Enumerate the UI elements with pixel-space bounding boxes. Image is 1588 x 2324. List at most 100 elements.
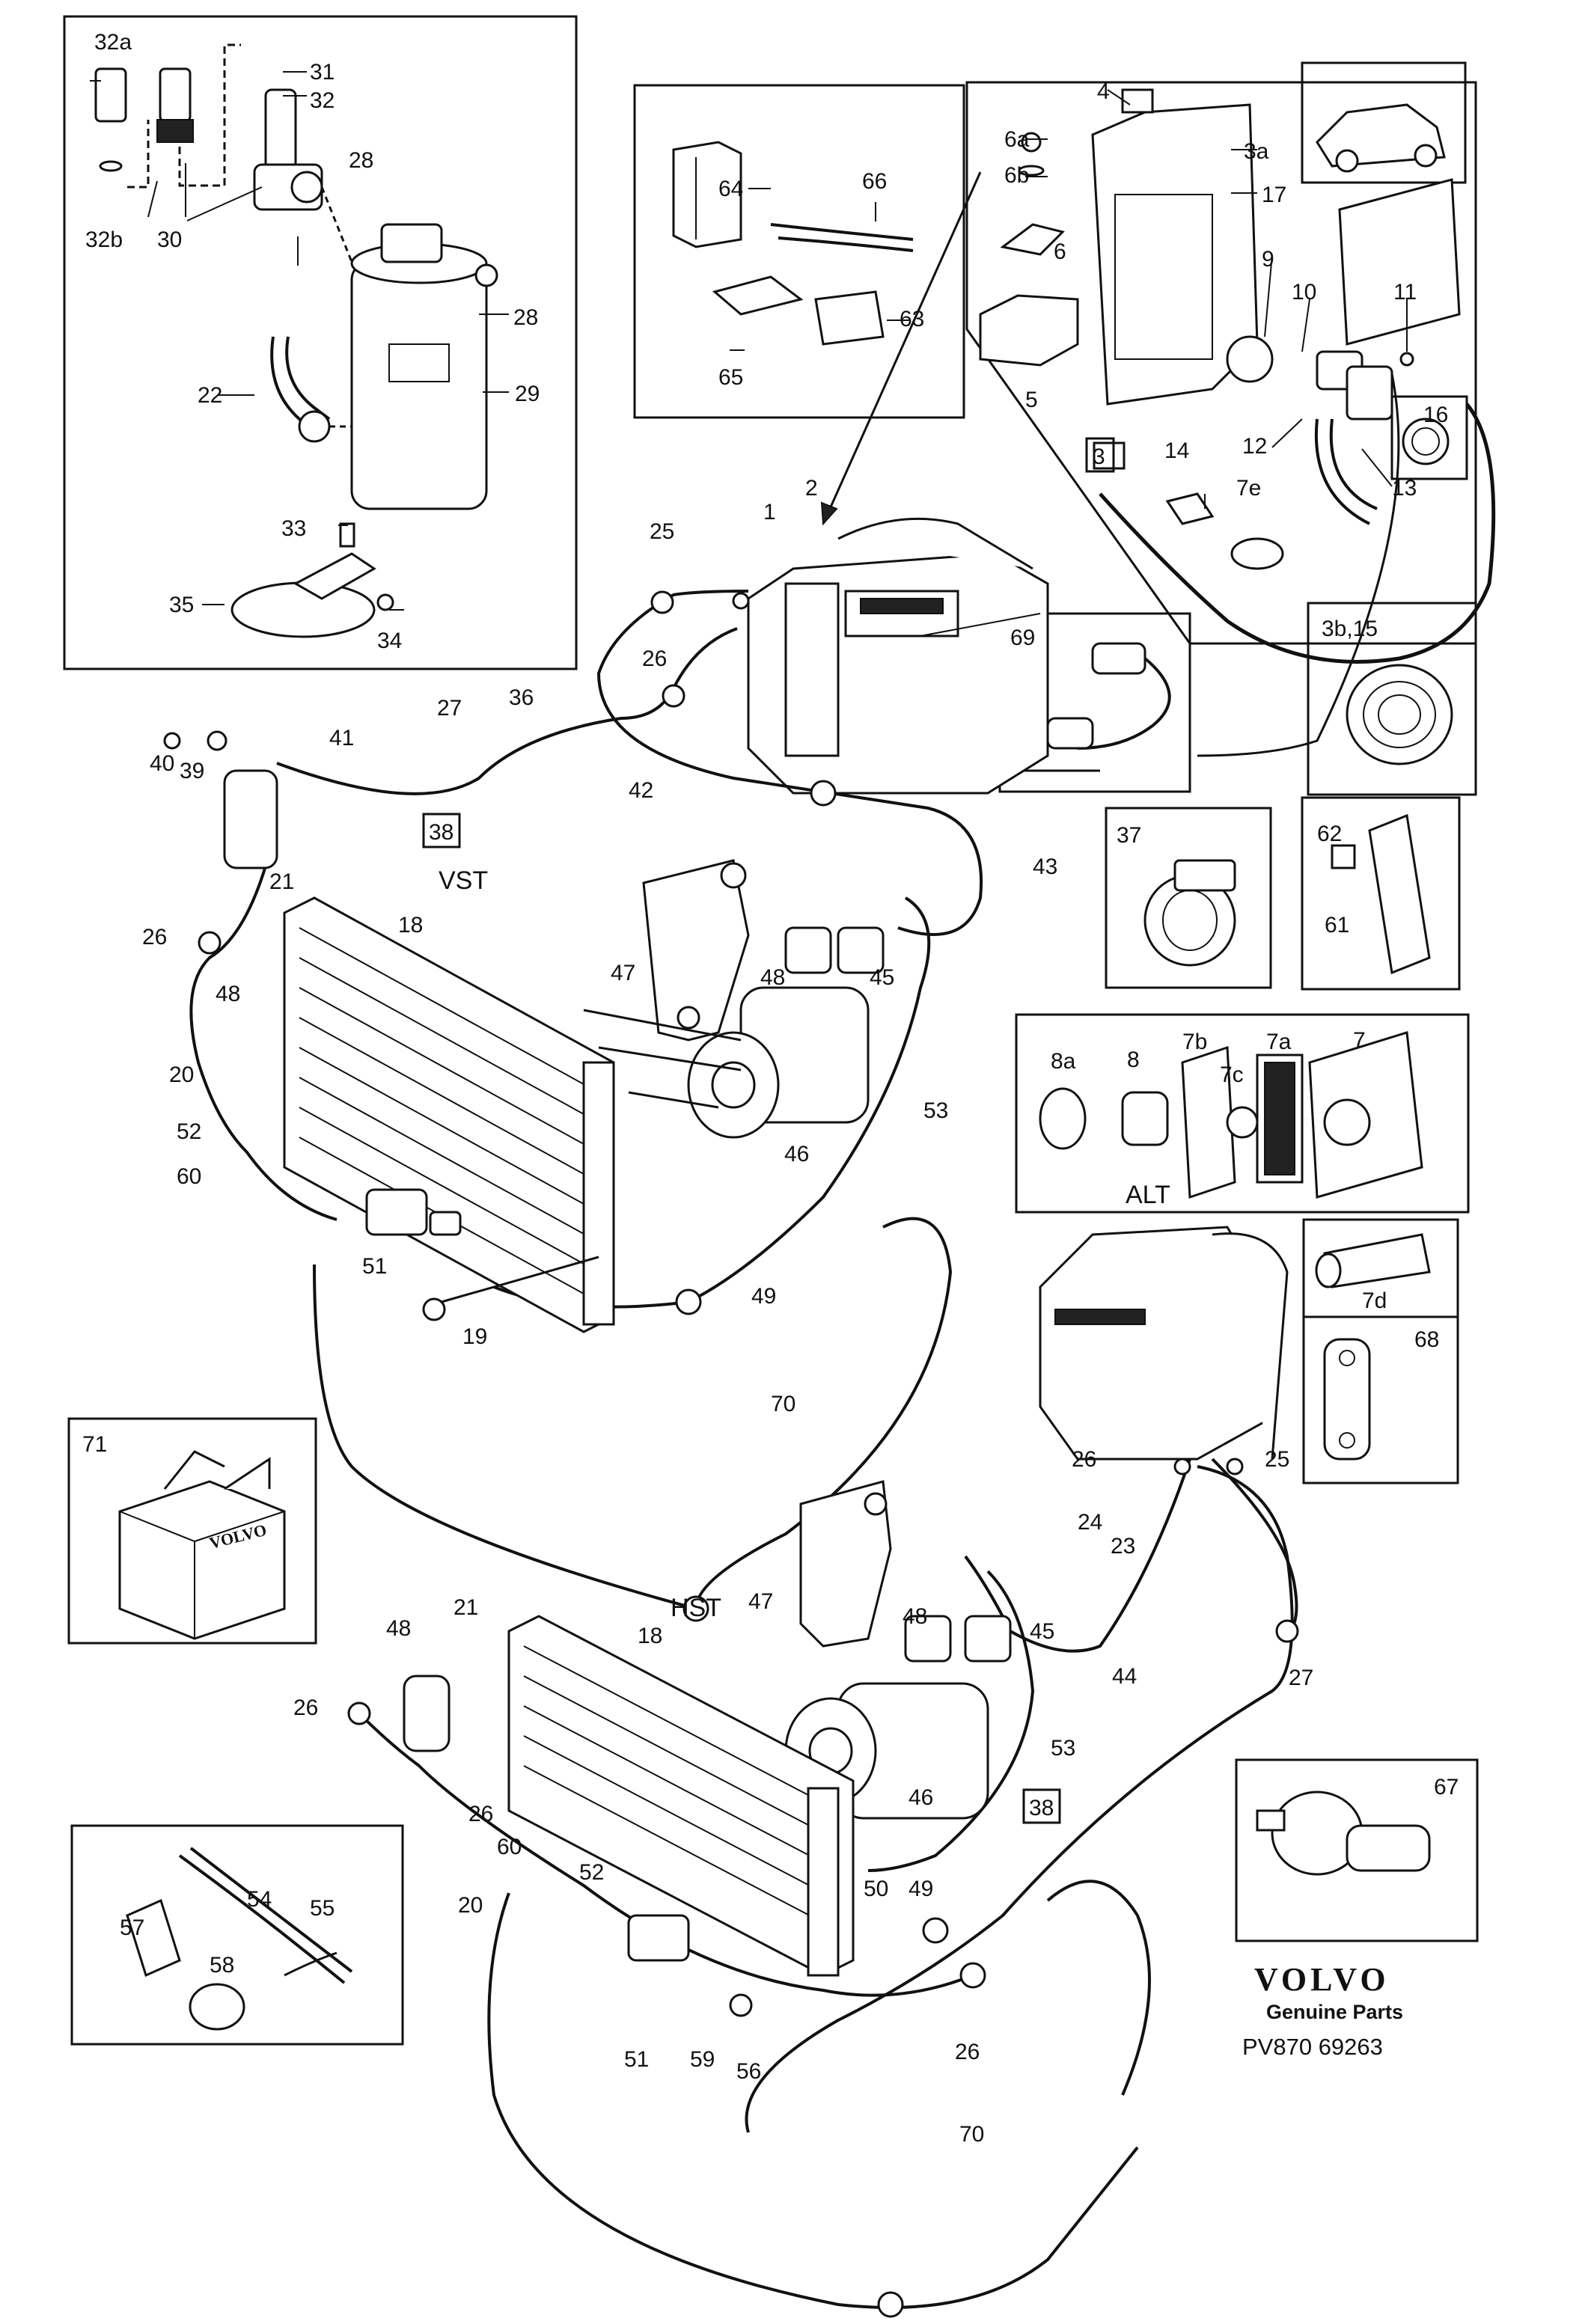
label-58: 58 [210,1953,234,1978]
branding: VOLVO Genuine Parts PV870 69263 [1242,1961,1403,2060]
label-35: 35 [169,593,194,617]
inset-67 [1235,1758,1479,1942]
label-26-top: 26 [642,646,667,671]
label-64: 64 [718,177,743,201]
label-47: 47 [611,961,635,985]
label-7c: 7c [1220,1062,1244,1087]
label-3a: 3a [1244,139,1269,164]
label-61: 61 [1325,913,1349,938]
compressor-lower [784,1480,1012,1820]
label-68: 68 [1414,1327,1439,1352]
label-70-top: 70 [771,1392,795,1416]
part-number: PV870 69263 [1242,2034,1383,2060]
label-box-38 [422,813,461,848]
label-33: 33 [281,516,306,541]
label-5: 5 [1025,388,1038,412]
label-44: 44 [1112,1664,1137,1689]
evaporator-unit [747,517,1049,795]
label-6a: 6a [1004,127,1030,152]
label-38: 38 [429,820,454,845]
label-hst: HST [671,1594,721,1622]
label-30: 30 [157,227,182,252]
label-6b: 6b [1004,163,1029,188]
label-39: 39 [180,759,204,783]
label-13: 13 [1392,476,1417,501]
label-25-evap: 25 [1265,1447,1289,1472]
label-11: 11 [1393,280,1417,305]
label-3b15: 3b,15 [1322,617,1378,641]
label-43: 43 [1033,854,1057,879]
label-48-comp: 48 [760,965,785,990]
inset-7d [1302,1218,1459,1318]
label-27: 27 [437,696,462,721]
label-67: 67 [1434,1775,1459,1799]
label-19: 19 [462,1324,487,1349]
label-40: 40 [150,751,174,776]
label-20: 20 [169,1062,194,1087]
label-45-lower: 45 [1030,1619,1054,1644]
inset-receiver-drier [63,15,578,670]
label-box-38-lower [1022,1788,1061,1824]
genuine-parts-text: Genuine Parts [1266,2001,1403,2023]
label-41: 41 [329,726,354,750]
label-46: 46 [784,1142,809,1166]
label-32a: 32a [94,30,132,55]
label-51-lower: 51 [624,2047,649,2072]
label-25: 25 [650,519,674,544]
label-18-lower: 18 [638,1624,662,1648]
label-56: 56 [736,2059,761,2084]
label-69: 69 [1010,626,1035,650]
volvo-logo: VOLVO [1254,1961,1390,1998]
inset-69 [998,612,1191,793]
label-2: 2 [805,476,818,501]
condenser-lower [403,1615,855,2017]
label-26-lower-mid: 26 [468,1802,493,1826]
inset-relays [633,84,965,419]
inset-alt [1015,1013,1470,1214]
label-55: 55 [310,1896,335,1921]
label-alt: ALT [1126,1181,1170,1209]
label-17: 17 [1262,183,1286,207]
label-47-lower: 47 [748,1589,773,1614]
label-12: 12 [1242,434,1267,459]
label-31: 31 [310,60,335,85]
part-labels: 32a 31 32 32b 30 28 28 29 22 33 35 34 64… [82,30,1459,2147]
label-7b: 7b [1182,1030,1207,1054]
label-20-lower: 20 [458,1893,483,1918]
label-26-lower-left: 26 [293,1695,318,1720]
label-28: 28 [513,305,538,330]
condenser-upper [283,896,615,1333]
label-32: 32 [310,88,335,113]
evaporator-lower [1039,1226,1289,1461]
label-70-lower: 70 [959,2122,984,2147]
label-71: 71 [82,1432,107,1457]
label-box-3 [1085,437,1115,473]
label-8: 8 [1127,1048,1140,1072]
label-57: 57 [120,1915,144,1940]
label-7a: 7a [1266,1030,1292,1054]
label-42: 42 [629,778,653,803]
hoses-upper [189,590,983,1622]
label-38-lower: 38 [1029,1796,1054,1820]
label-27-lower: 27 [1289,1666,1313,1690]
label-26-evap: 26 [1072,1447,1096,1472]
inset-37 [1105,807,1272,989]
label-46-lower: 46 [908,1785,933,1810]
label-34: 34 [377,629,402,653]
label-24: 24 [1078,1510,1102,1535]
label-51: 51 [362,1254,387,1279]
label-50: 50 [864,1877,888,1901]
label-53-lower: 53 [1051,1736,1075,1761]
label-26-lower-right: 26 [955,2040,980,2064]
label-52: 52 [177,1119,201,1144]
label-7e: 7e [1236,476,1261,501]
inset-57-58 [70,1824,404,2046]
label-54: 54 [247,1887,272,1912]
label-4: 4 [1097,79,1110,104]
label-14: 14 [1164,438,1189,463]
label-7: 7 [1353,1028,1366,1053]
label-60-lower: 60 [497,1835,522,1859]
label-32b: 32b [85,227,123,252]
label-62: 62 [1317,822,1342,846]
